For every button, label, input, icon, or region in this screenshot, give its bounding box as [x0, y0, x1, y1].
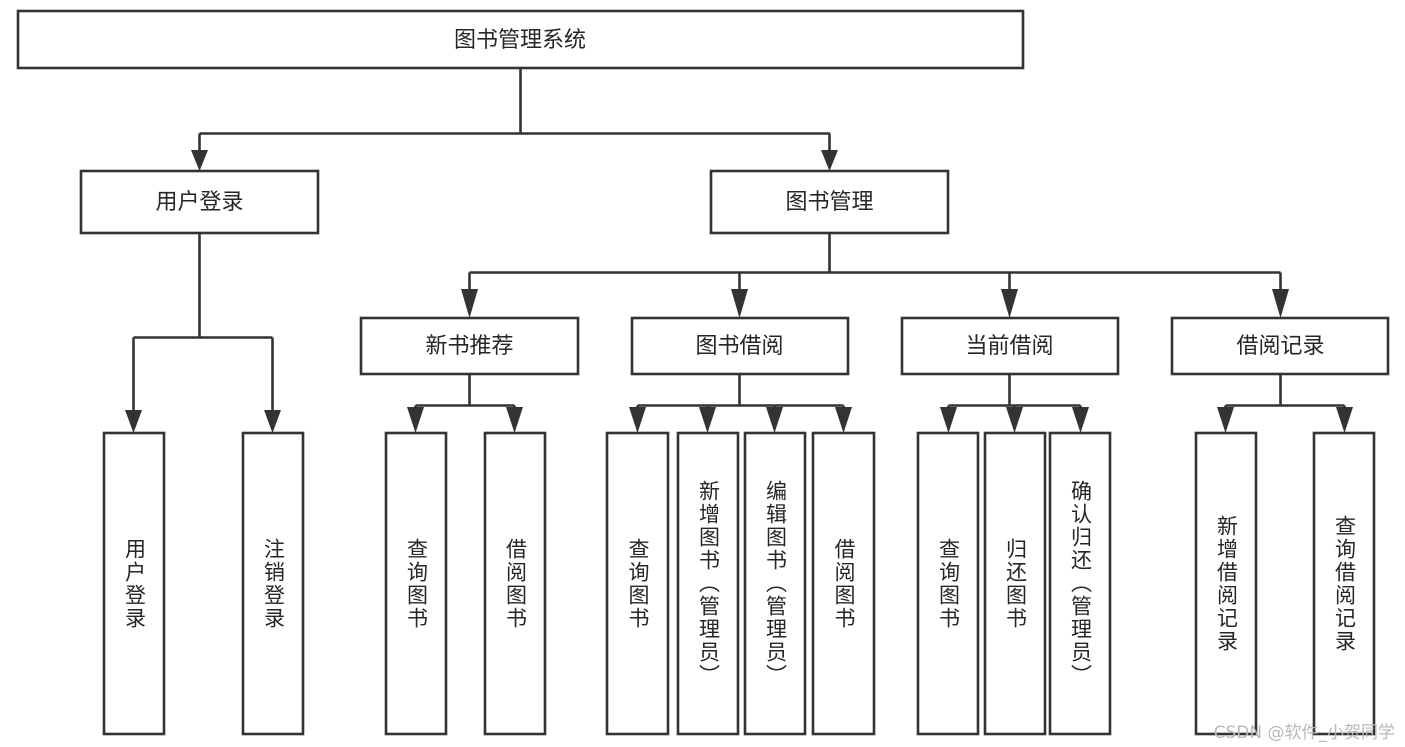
node-book-manage-label: 图书管理 [785, 190, 873, 215]
node-borrow-record-label: 借阅记录 [1236, 334, 1324, 359]
arrowhead-leaf-logout [264, 410, 281, 433]
leaf-box-user-login[interactable] [102, 431, 166, 736]
arrowhead-leaf-query-book-3 [940, 407, 957, 433]
arrowhead-current-borrow [1001, 289, 1018, 318]
arrowhead-leaf-edit-book [766, 407, 783, 433]
node-borrow-record-box[interactable] [1170, 316, 1390, 376]
arrowhead-leaf-add-book [699, 407, 716, 433]
arrowhead-book-manage [821, 150, 838, 171]
arrowhead-leaf-return-book [1006, 407, 1023, 433]
node-book-borrow-label: 图书借阅 [695, 334, 783, 359]
node-user-login-label: 用户登录 [155, 190, 243, 215]
arrowhead-book-borrow [731, 289, 748, 318]
arrowhead-leaf-borrow-book-1 [506, 407, 523, 433]
leaf-box-query-book-2[interactable] [605, 431, 670, 736]
watermark-text: CSDN @软件_小贺同学 [1213, 723, 1395, 743]
leaf-box-query-record[interactable] [1312, 431, 1376, 736]
leaf-box-add-book[interactable] [676, 431, 740, 736]
node-current-borrow[interactable]: 当前借阅 [900, 316, 1120, 376]
leaf-box-edit-book[interactable] [743, 431, 807, 736]
arrowhead-new-book-rec [461, 289, 478, 318]
node-book-manage[interactable]: 图书管理 [709, 169, 950, 235]
leaf-box-confirm-return[interactable] [1048, 431, 1112, 736]
node-book-borrow[interactable]: 图书借阅 [630, 316, 850, 376]
leaf-box-query-book-3[interactable] [916, 431, 980, 736]
arrowhead-leaf-borrow-book-2 [835, 407, 852, 433]
node-book-manage-box[interactable] [709, 169, 950, 235]
arrowhead-leaf-user-login [125, 410, 142, 433]
leaf-box-logout[interactable] [241, 431, 305, 736]
node-user-login[interactable]: 用户登录 [79, 169, 320, 235]
leaf-box-return-book[interactable] [983, 431, 1047, 736]
arrowhead-leaf-query-book-1 [407, 407, 424, 433]
arrowhead-leaf-query-record [1336, 407, 1353, 433]
node-borrow-record[interactable]: 借阅记录 [1170, 316, 1390, 376]
node-new-book-rec-box[interactable] [359, 316, 580, 376]
arrowhead-user-login [191, 150, 208, 171]
arrowhead-borrow-record [1272, 289, 1289, 318]
leaf-box-add-record[interactable] [1194, 431, 1258, 736]
node-root-label: 图书管理系统 [454, 28, 586, 53]
node-user-login-box[interactable] [79, 169, 320, 235]
leaf-box-query-book-1[interactable] [384, 431, 448, 736]
node-current-borrow-label: 当前借阅 [965, 334, 1053, 359]
node-root-box[interactable] [16, 9, 1025, 70]
node-root[interactable]: 图书管理系统 [16, 9, 1025, 70]
arrowhead-leaf-confirm-return [1072, 407, 1089, 433]
node-book-borrow-box[interactable] [630, 316, 850, 376]
arrowhead-leaf-query-book-2 [629, 407, 646, 433]
leaf-boxes [102, 431, 1376, 736]
leaf-box-borrow-book-1[interactable] [483, 431, 547, 736]
node-current-borrow-box[interactable] [900, 316, 1120, 376]
leaf-box-borrow-book-2[interactable] [811, 431, 876, 736]
node-new-book-rec[interactable]: 新书推荐 [359, 316, 580, 376]
node-new-book-rec-label: 新书推荐 [425, 334, 513, 359]
connectors [125, 68, 1353, 433]
arrowhead-leaf-add-record [1217, 407, 1234, 433]
